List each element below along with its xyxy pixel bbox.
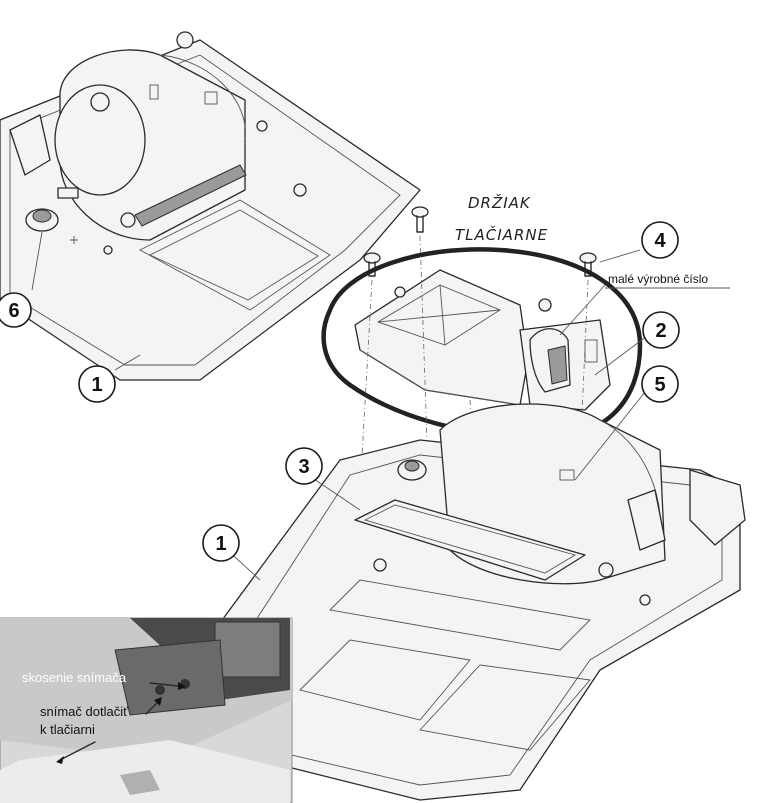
photo-label-push-2: k tlačiarni: [40, 722, 95, 737]
callout-4: 4: [641, 221, 679, 259]
callout-3: 3: [285, 447, 323, 485]
svg-text:3: 3: [298, 456, 309, 478]
svg-text:5: 5: [654, 374, 665, 396]
svg-text:1: 1: [91, 374, 102, 396]
svg-text:2: 2: [655, 320, 666, 342]
handwritten-line-1: DRŽIAK: [468, 193, 531, 212]
callout-5: 5: [641, 365, 679, 403]
bottom-base-assembly: [199, 403, 746, 801]
callout-6: 6: [0, 292, 32, 328]
photo-label-push-1: snímač dotlačiť: [40, 704, 128, 719]
photo-label-bevel: skosenie snímača: [22, 670, 127, 685]
callout-1-bottom: 1: [202, 524, 240, 562]
callout-2: 2: [642, 311, 680, 349]
top-base-assembly: [0, 31, 421, 381]
photo-inset: skosenie snímača snímač dotlačiť k tlači…: [0, 617, 293, 803]
svg-text:6: 6: [8, 300, 19, 322]
serial-number-label: malé výrobné číslo: [608, 272, 708, 286]
svg-text:4: 4: [654, 230, 666, 252]
highlight-ring: [321, 247, 643, 441]
leader-lines: [31, 231, 730, 581]
callout-1-top: 1: [78, 365, 116, 403]
svg-text:1: 1: [215, 533, 226, 555]
handwritten-line-2: TLAČIARNE: [455, 225, 548, 244]
printer-holder: [354, 269, 611, 411]
